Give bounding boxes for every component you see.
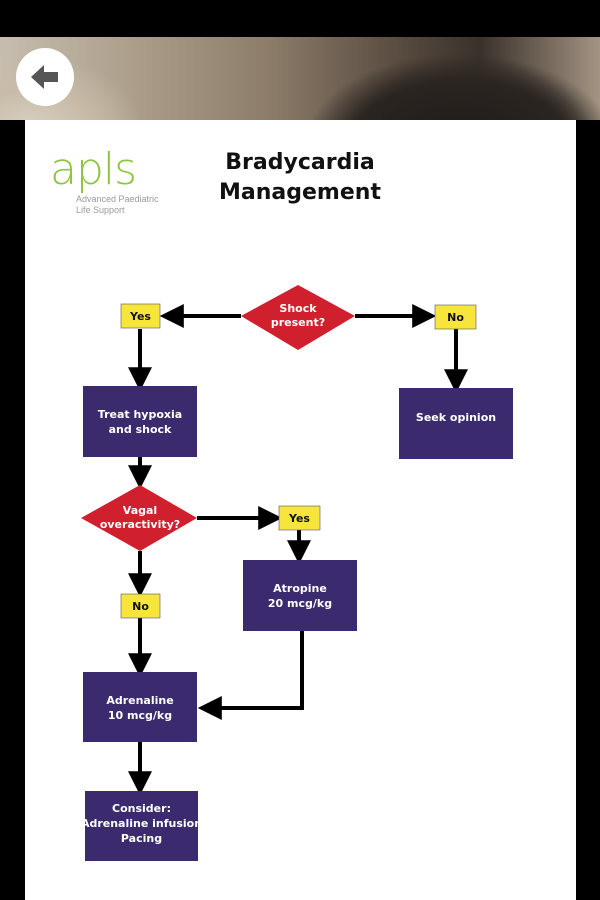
apls-logo: apls Advanced Paediatric Life Support (50, 148, 190, 216)
consider-line3: Pacing (121, 832, 162, 845)
shock-yes-text: Yes (129, 310, 151, 323)
document-page: apls Advanced Paediatric Life Support Br… (25, 120, 576, 900)
logo-subtitle: Advanced Paediatric Life Support (76, 194, 190, 216)
atropine-line1: Atropine (273, 582, 327, 595)
shock-decision-line1: Shock (279, 302, 317, 315)
vagal-decision: Vagal overactivity? (81, 485, 197, 551)
logo-subtitle-line2: Life Support (76, 205, 125, 215)
shock-no-text: No (447, 311, 464, 324)
vagal-yes-text: Yes (288, 512, 310, 525)
vagal-decision-line1: Vagal (123, 504, 157, 517)
vagal-decision-line2: overactivity? (100, 518, 180, 531)
atropine-box: Atropine 20 mcg/kg (243, 560, 357, 631)
atropine-line2: 20 mcg/kg (268, 597, 332, 610)
treat-hypoxia-line1: Treat hypoxia (98, 408, 182, 421)
arrow-atropine-to-adrenaline (197, 631, 304, 720)
shock-decision: Shock present? (241, 285, 355, 350)
treat-hypoxia-box: Treat hypoxia and shock (83, 386, 197, 457)
back-arrow-icon (31, 65, 58, 89)
shock-no-label: No (434, 304, 477, 330)
adrenaline-line1: Adrenaline (106, 694, 173, 707)
header-photo-detail (280, 37, 600, 120)
vagal-no-text: No (132, 600, 149, 613)
page-title-line2: Management (219, 180, 381, 205)
consider-line2: Adrenaline infusion (81, 817, 202, 830)
adrenaline-box: Adrenaline 10 mcg/kg (83, 672, 197, 742)
treat-hypoxia-line2: and shock (109, 423, 172, 436)
shock-yes-label: Yes (120, 303, 161, 329)
consider-box: Consider: Adrenaline infusion Pacing (81, 791, 202, 861)
vagal-no-label: No (120, 593, 161, 619)
logo-mark: apls (50, 144, 137, 195)
seek-opinion-text: Seek opinion (416, 411, 496, 424)
seek-opinion-box: Seek opinion (399, 388, 513, 459)
back-button[interactable] (16, 48, 74, 106)
page-title-line1: Bradycardia (225, 150, 375, 175)
header-photo (0, 37, 600, 120)
page-title: Bradycardia Management (195, 148, 405, 208)
bradycardia-flowchart: Shock present? Yes No Treat hypoxia and … (81, 285, 513, 861)
adrenaline-line2: 10 mcg/kg (108, 709, 172, 722)
consider-line1: Consider: (112, 802, 171, 815)
logo-subtitle-line1: Advanced Paediatric (76, 194, 159, 204)
connectors (128, 304, 468, 796)
shock-decision-line2: present? (271, 316, 325, 329)
vagal-yes-label: Yes (278, 505, 321, 531)
